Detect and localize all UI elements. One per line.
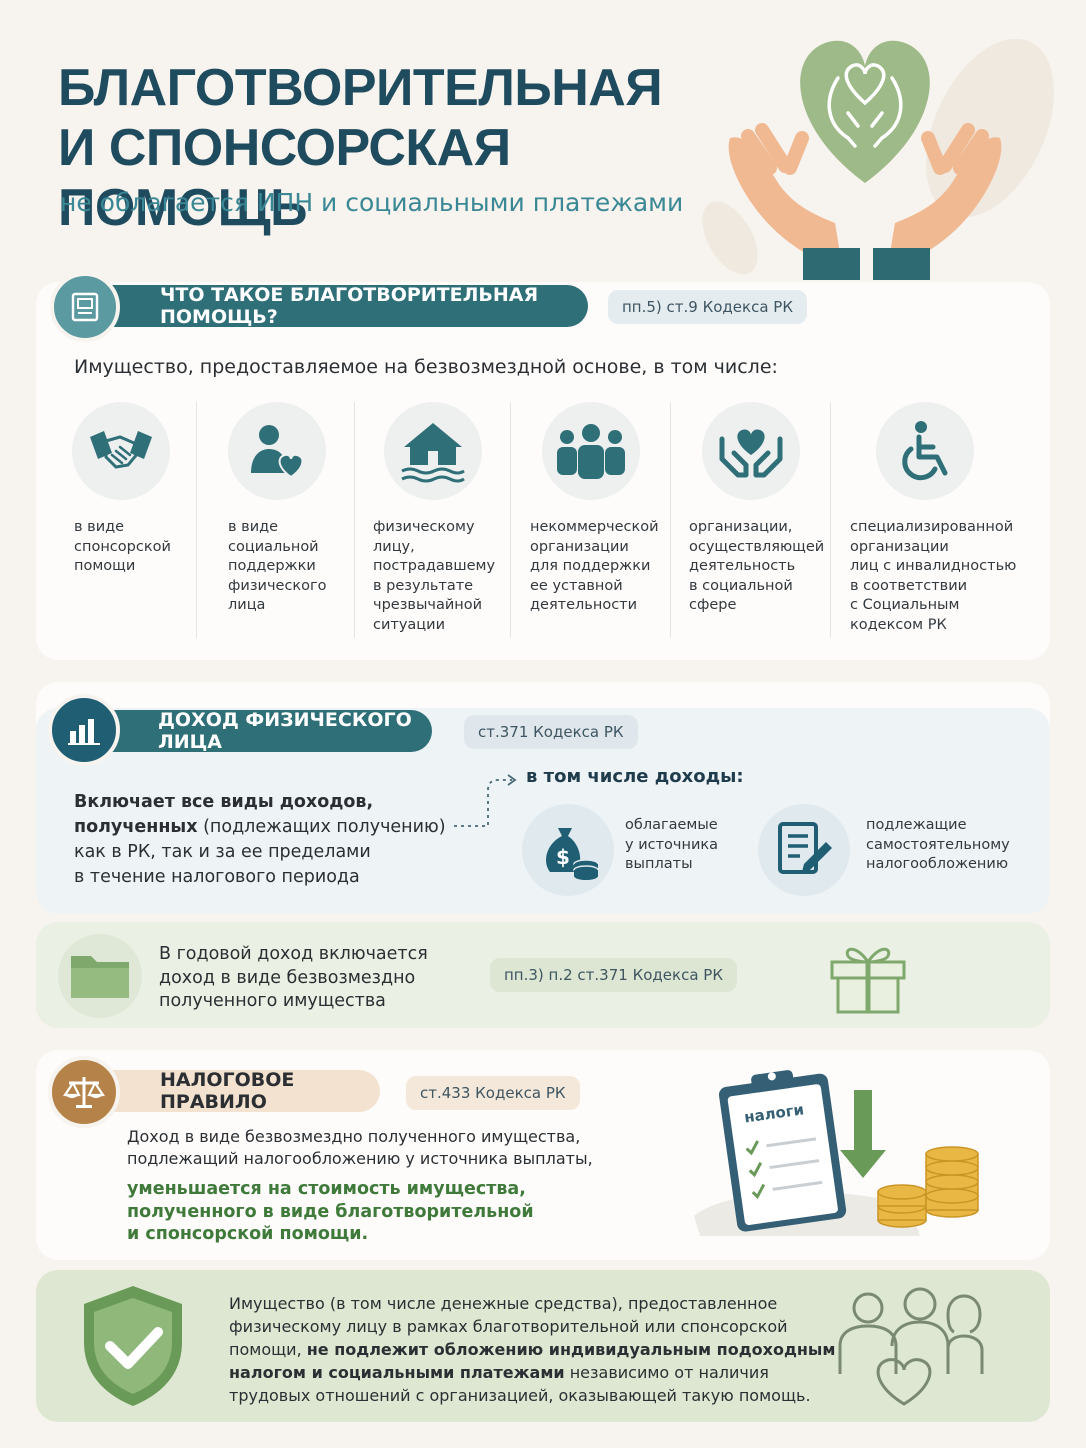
dotted-arrow-icon: [454, 774, 517, 827]
section2-pill: ДОХОД ФИЗИЧЕСКОГО ЛИЦА: [76, 709, 432, 753]
item-divider: [670, 402, 671, 638]
section1-intro: Имущество, предоставляемое на безвозмезд…: [74, 356, 778, 378]
section5-text: Имущество (в том числе денежные средства…: [229, 1294, 836, 1405]
section1-ref: пп.5) ст.9 Кодекса РК: [608, 290, 807, 324]
handshake-icon: [72, 402, 170, 500]
section2-ref: ст.371 Кодекса РК: [464, 715, 638, 749]
shield-check-icon: [84, 1286, 182, 1406]
section2-description: Включает все виды доходов, полученных (п…: [74, 792, 446, 887]
tax-clipboard-icon: налоги: [694, 1070, 979, 1236]
section2-incl-title: в том числе доходы:: [526, 766, 744, 787]
section4-text: Доход в виде безвозмездно полученного им…: [127, 1127, 593, 1168]
item-divider: [510, 402, 511, 638]
item-divider: [354, 402, 355, 638]
section4-ref: ст.433 Кодекса РК: [406, 1076, 580, 1110]
wheelchair-icon: [876, 402, 974, 500]
document-pen-icon: [758, 804, 850, 896]
section4-pill: НАЛОГОВОЕ ПРАВИЛО: [78, 1069, 380, 1113]
section3-ref: пп.3) п.2 ст.371 Кодекса РК: [490, 958, 737, 992]
hands-heart-hero-icon: [702, 38, 1055, 280]
folder-icon: [58, 934, 142, 1018]
item-divider: [830, 402, 831, 638]
flooded-house-icon: [384, 402, 482, 500]
money-bag-icon: $: [522, 804, 614, 896]
page-subtitle: не облагается ИПН и социальными платежам…: [60, 188, 684, 217]
svg-text:$: $: [556, 845, 570, 869]
section-conclusion: [36, 1270, 1050, 1422]
family-icon: [838, 1287, 984, 1406]
gift-icon: [830, 947, 906, 1014]
section1-pill: ЧТО ТАКОЕ БЛАГОТВОРИТЕЛЬНАЯ ПОМОЩЬ?: [78, 284, 588, 328]
page-title: БЛАГОТВОРИТЕЛЬНАЯ И СПОНСОРСКАЯ ПОМОЩЬ: [58, 59, 663, 237]
book-icon: [50, 272, 120, 342]
section4-highlight: уменьшается на стоимость имущества, полу…: [127, 1179, 534, 1244]
person-heart-icon: [228, 402, 326, 500]
bar-chart-icon: [48, 694, 120, 766]
item-divider: [196, 402, 197, 638]
hands-heart-icon: [702, 402, 800, 500]
scales-icon: [48, 1056, 120, 1128]
group-people-icon: [542, 402, 640, 500]
